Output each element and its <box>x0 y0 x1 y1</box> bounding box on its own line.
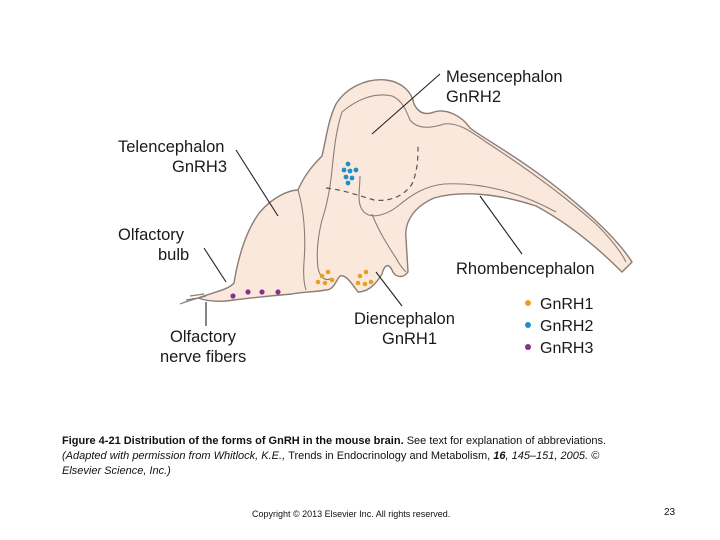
olfactory-nerve-label-line1: Olfactory <box>170 328 237 346</box>
olfactory-bulb-label-line1: Olfactory <box>118 226 185 244</box>
legend: GnRH1 GnRH2 GnRH3 <box>525 296 593 357</box>
gnrh2-dots <box>341 161 359 186</box>
mesencephalon-form-label: GnRH2 <box>446 88 501 106</box>
caption-note: See text for explanation of abbreviation… <box>403 435 607 447</box>
caption-volume: 16 <box>493 450 506 462</box>
caption-citation-start: (Adapted with permission from Whitlock, … <box>62 450 289 462</box>
rhombencephalon-label: Rhombencephalon <box>456 260 595 278</box>
olfactory-nerve <box>179 293 207 305</box>
copyright-text: Copyright © 2013 Elsevier Inc. All right… <box>252 509 451 519</box>
legend-dot-gnrh2 <box>525 322 531 328</box>
olfactory-nerve-label-line2: nerve fibers <box>160 348 246 366</box>
ventricle-line <box>297 189 307 291</box>
legend-label-gnrh1: GnRH1 <box>540 296 593 313</box>
ventricle-line <box>371 213 407 273</box>
page-number: 23 <box>664 507 676 518</box>
legend-dot-gnrh1 <box>525 300 531 306</box>
ventricle-line <box>341 94 627 263</box>
brain-outline <box>195 79 633 303</box>
caption-citation-pages: , 145–151, 2005. © <box>505 450 600 462</box>
legend-label-gnrh2: GnRH2 <box>540 318 593 335</box>
caption-citation-end: Elsevier Science, Inc.) <box>62 465 171 477</box>
mesencephalon-label: Mesencephalon <box>446 68 563 86</box>
diencephalon-label: Diencephalon <box>354 310 455 328</box>
figure-caption: Figure 4-21 Distribution of the forms of… <box>62 434 672 479</box>
ventricle-line <box>358 175 557 217</box>
legend-label-gnrh3: GnRH3 <box>540 340 593 357</box>
legend-dot-gnrh3 <box>525 344 531 350</box>
brain-diagram: Mesencephalon GnRH2 Telencephalon GnRH3 … <box>118 68 633 366</box>
leader-lines <box>203 73 523 326</box>
caption-title: Figure 4-21 Distribution of the forms of… <box>62 435 404 447</box>
telencephalon-form-label: GnRH3 <box>172 158 227 176</box>
gnrh3-dots <box>230 289 281 299</box>
olfactory-bulb-label-line2: bulb <box>158 246 189 264</box>
telencephalon-label: Telencephalon <box>118 138 224 156</box>
diencephalon-form-label: GnRH1 <box>382 330 437 348</box>
gnrh1-dots <box>315 269 374 287</box>
caption-source: Trends in Endocrinology and Metabolism, <box>288 450 494 462</box>
